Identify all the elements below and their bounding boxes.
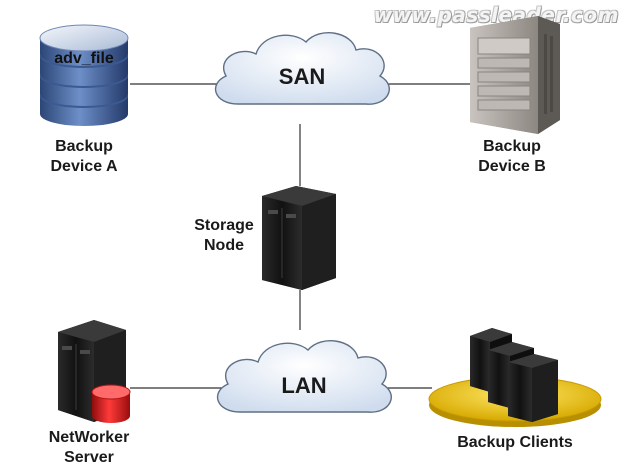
backup-device-b-label: Backup Device B (462, 137, 562, 177)
backup-device-b-label-line1: Backup (483, 138, 541, 155)
storage-node-label-line2: Node (204, 237, 244, 254)
backup-device-b-label-line2: Device B (478, 158, 546, 175)
watermark: www.passleader.com (373, 3, 619, 27)
connection-lines (130, 83, 470, 389)
networker-server-label-line2: Server (64, 449, 114, 466)
lan-cloud: LAN (216, 340, 392, 413)
backup-device-a-label-line1: Backup (55, 138, 113, 155)
database-icon (91, 384, 131, 423)
storage-node-label-line1: Storage (194, 217, 254, 234)
backup-device-a-label: Backup Device A (34, 137, 134, 177)
networker-server-label-line1: NetWorker (48, 429, 130, 446)
storage-node-icon (262, 186, 336, 290)
backup-device-a-icon: adv_file (39, 24, 129, 126)
backup-device-a-label-line2: Device A (50, 158, 118, 175)
client-tower-3-icon (508, 354, 558, 422)
backup-clients-label: Backup Clients (457, 434, 573, 451)
san-cloud: SAN (214, 32, 390, 105)
backup-clients-icon (428, 328, 602, 427)
lan-label: LAN (281, 373, 326, 398)
adv-file-label: adv_file (54, 50, 114, 67)
networker-server-label: NetWorker Server (34, 428, 144, 468)
backup-device-b-icon (470, 16, 560, 134)
san-label: SAN (279, 64, 325, 89)
storage-node-label: Storage Node (186, 216, 262, 256)
